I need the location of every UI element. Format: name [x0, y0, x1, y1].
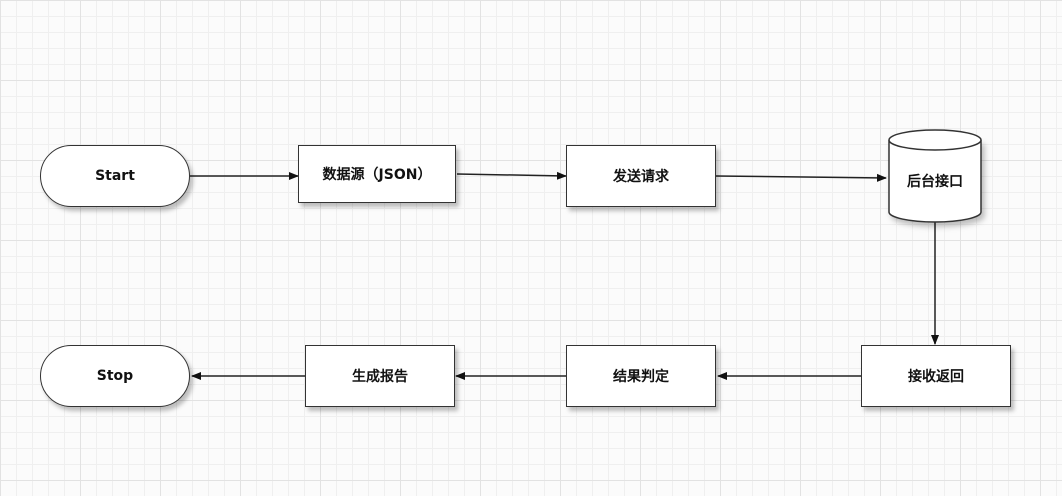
stop-node[interactable]: Stop — [40, 345, 190, 407]
backend-node-shape — [888, 129, 982, 223]
judge-node[interactable]: 结果判定 — [566, 345, 716, 407]
datasource-node[interactable]: 数据源（JSON） — [298, 145, 456, 203]
start-node[interactable]: Start — [40, 145, 190, 207]
judge-label: 结果判定 — [613, 369, 669, 385]
datasource-label: 数据源（JSON） — [322, 167, 432, 183]
edge-datasource-send-request — [456, 171, 567, 180]
receive-label: 接收返回 — [908, 369, 964, 385]
edge-send-request-backend — [715, 173, 887, 182]
stop-label: Stop — [96, 368, 134, 384]
send-request-label: 发送请求 — [613, 169, 669, 185]
backend-label: 后台接口 — [907, 174, 963, 190]
send-request-node[interactable]: 发送请求 — [566, 145, 716, 207]
backend-node[interactable]: 后台接口 — [889, 150, 981, 212]
receive-node[interactable]: 接收返回 — [861, 345, 1011, 407]
start-label: Start — [95, 168, 135, 184]
report-node[interactable]: 生成报告 — [305, 345, 455, 407]
report-label: 生成报告 — [352, 369, 408, 385]
